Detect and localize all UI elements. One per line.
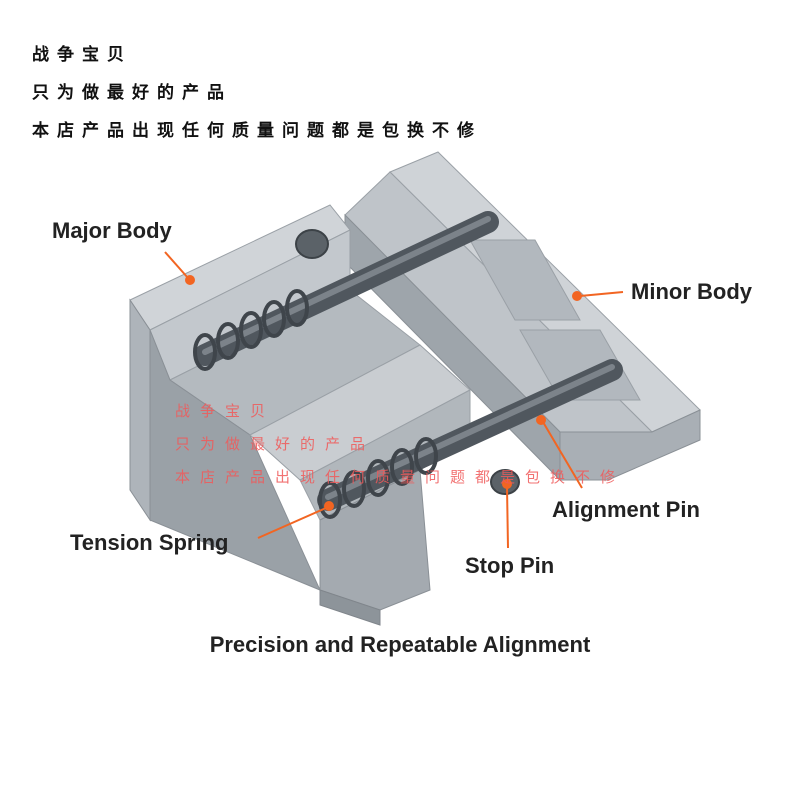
leader-major-body [164, 251, 189, 279]
watermark-line-2: 只为做最好的产品 [175, 435, 376, 453]
upper-alignment-pin [193, 211, 499, 371]
header-line-1: 战争宝贝 [32, 45, 132, 65]
header-line-2: 只为做最好的产品 [32, 83, 232, 103]
label-major-body: Major Body [52, 218, 172, 243]
lower-tension-spring [318, 437, 438, 519]
watermark-line-3: 本店产品出现任何质量问题都是包换不修 [175, 468, 626, 486]
label-alignment-pin: Alignment Pin [552, 497, 700, 522]
leader-dot-alignment-pin [536, 415, 546, 425]
leader-tension-spring [257, 507, 327, 539]
caption: Precision and Repeatable Alignment [209, 632, 591, 657]
major-body [129, 204, 471, 626]
leader-dot-tension-spring [324, 501, 334, 511]
upper-stop-pin [295, 229, 329, 259]
leader-dot-stop-pin [502, 479, 512, 489]
label-minor-body: Minor Body [631, 279, 752, 304]
upper-tension-spring [193, 289, 309, 371]
leader-stop-pin [506, 486, 509, 549]
lower-alignment-pin [317, 359, 623, 519]
label-stop-pin: Stop Pin [465, 553, 555, 578]
header-line-3: 本店产品出现任何质量问题都是包换不修 [32, 121, 482, 141]
leader-lines [164, 251, 624, 549]
leader-dot-major-body [185, 275, 195, 285]
leader-dot-minor-body [572, 291, 582, 301]
label-tension-spring: Tension Spring [70, 530, 229, 555]
watermark-line-1: 战争宝贝 [175, 402, 276, 420]
leader-alignment-pin [542, 421, 583, 489]
leader-minor-body [579, 291, 624, 297]
